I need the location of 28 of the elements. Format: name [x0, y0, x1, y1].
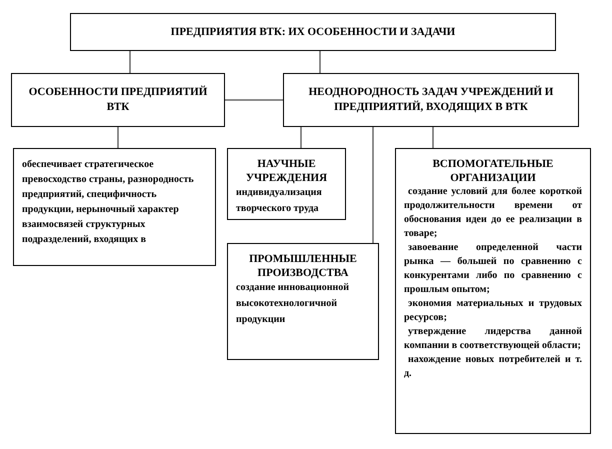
box-heading: НАУЧНЫЕ УЧРЕЖДЕНИЯ	[244, 157, 328, 185]
box-heading: ВСПОМОГАТЕЛЬНЫЕ ОРГАНИЗАЦИИ	[432, 157, 554, 185]
box-text: индивидуализация творческого труда	[235, 186, 323, 216]
process-box	[227, 243, 379, 360]
box-text: завоевание определенной части рынка — большей по сравнению с конкурентами либо по сравнению с прошлым опытом;	[403, 241, 583, 297]
connector-line	[372, 127, 374, 243]
process-box	[70, 13, 556, 51]
connector-line	[129, 51, 131, 73]
box-heading: НЕОДНОРОДНОСТЬ ЗАДАЧ УЧРЕЖДЕНИЙ И ПРЕДПРИЯТИЙ, ВХОДЯЩИХ В ВТК	[308, 85, 554, 115]
process-box	[283, 73, 579, 127]
box-text: утверждение лидерства данной компании в соответствующей области;	[403, 325, 583, 353]
connector-line	[117, 127, 119, 148]
connector-line	[225, 99, 283, 101]
process-box	[227, 148, 346, 220]
process-box	[395, 148, 591, 434]
box-text: создание инновационной высокотехнологичной продукции	[235, 281, 350, 327]
box-heading: ПРОМЫШЛЕННЫЕ ПРОИЗВОДСТВА	[248, 252, 358, 280]
process-box	[11, 73, 225, 127]
connector-line	[300, 127, 302, 148]
process-box	[13, 148, 216, 266]
box-text: обеспечивает стратегическое превосходство страны, разнородность предприятий, специфичность продукции, нерыночный характер взаимосвязей структурных подразделений, входящих в	[21, 158, 195, 247]
box-heading: ОСОБЕННОСТИ ПРЕДПРИЯТИЙ ВТК	[28, 85, 208, 115]
box-text: нахождение новых потребителей и т. д.	[403, 353, 583, 381]
connector-line	[432, 127, 434, 148]
box-text: экономия материальных и трудовых ресурсов;	[403, 297, 583, 325]
connector-line	[319, 51, 321, 73]
box-heading: ПРЕДПРИЯТИЯ ВТК: ИХ ОСОБЕННОСТИ И ЗАДАЧИ	[170, 24, 456, 40]
box-text: создание условий для более короткой продолжительности времени от обоснования идеи до ее реализации в товаре;	[403, 185, 583, 241]
